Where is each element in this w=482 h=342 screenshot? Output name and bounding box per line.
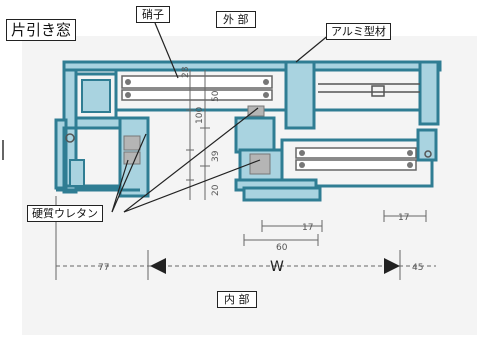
- glass-label: 硝子: [136, 6, 170, 23]
- dim-60: 60: [276, 243, 288, 253]
- dim-77: 77: [98, 263, 109, 273]
- dim-28: 28: [181, 66, 191, 78]
- dim-45: 45: [412, 263, 423, 273]
- small-dimension-lines: [243, 210, 427, 246]
- arrow-left: [150, 258, 166, 274]
- lower-glass-pane: [295, 147, 417, 171]
- fastener-marks: [65, 133, 432, 158]
- dim-20: 20: [211, 184, 221, 196]
- urethane-label: 硬質ウレタン: [27, 205, 103, 222]
- outside-label: 外 部: [216, 11, 256, 28]
- arrow-right: [384, 258, 400, 274]
- dim-w: W: [270, 259, 284, 275]
- upper-frame-profile: [54, 60, 442, 194]
- diagram-title: 片引き窓: [6, 19, 77, 41]
- center-dimension-lines: [186, 70, 210, 200]
- dim-100: 100: [195, 107, 205, 124]
- dim-17-right: 17: [398, 213, 409, 223]
- leader-lines: [111, 22, 331, 213]
- dim-50: 50: [211, 90, 221, 102]
- dim-39: 39: [211, 150, 221, 162]
- upper-right-rails: [318, 83, 420, 97]
- lower-frame-profile: [56, 116, 438, 202]
- upper-glass-pane: [121, 75, 273, 101]
- dim-17-left: 17: [302, 223, 313, 233]
- inside-label: 内 部: [217, 291, 257, 308]
- aluminum-profile-label: アルミ型材: [326, 23, 391, 40]
